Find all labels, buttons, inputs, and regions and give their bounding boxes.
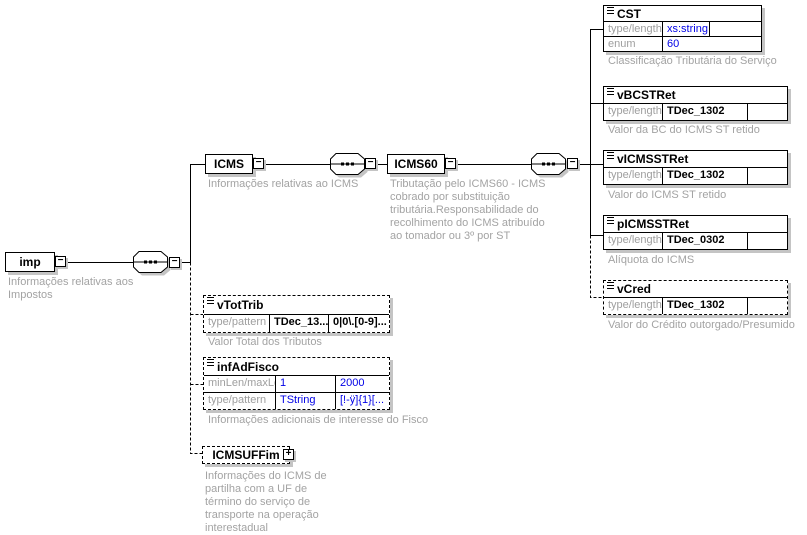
collapse-toggle-icms60-icon[interactable]: − bbox=[445, 158, 456, 169]
element-icon bbox=[607, 7, 614, 14]
facet-row: type/length TDec_1302 bbox=[604, 167, 787, 184]
annotation-infadfisco: Informações adicionais de interesse do F… bbox=[208, 414, 429, 426]
facet-label: type/length bbox=[604, 233, 663, 249]
facet-value: 1 bbox=[276, 376, 336, 392]
facet-row: type/pattern TDec_13... 0|0\.[0-9]... bbox=[204, 314, 389, 332]
facet-value: 60 bbox=[667, 38, 680, 50]
element-picmsstret[interactable]: pICMSSTRet type/length TDec_0302 bbox=[603, 215, 788, 250]
facet-label: type/length bbox=[604, 298, 663, 314]
annotation-icms60: Tributação pelo ICMS60 - ICMS cobrado po… bbox=[390, 178, 546, 242]
element-icms60-label: ICMS60 bbox=[394, 157, 438, 171]
facet-row: type/length TDec_0302 bbox=[604, 232, 787, 249]
facet-value: TDec_1302 bbox=[663, 298, 748, 314]
facet-value: [!-ÿ]{1}[... bbox=[340, 394, 385, 406]
element-icmsuffim-label: ICMSUFFim bbox=[212, 448, 280, 462]
annotation-cst: Classificação Tributária do Serviço bbox=[608, 55, 777, 67]
facet-row: type/length xs:string bbox=[604, 21, 761, 36]
collapse-toggle-icms-icon[interactable]: − bbox=[253, 158, 264, 169]
facet-row: minLen/maxLen 1 2000 bbox=[204, 375, 389, 392]
element-imp[interactable]: imp bbox=[5, 252, 55, 272]
element-vbcstret-title: vBCSTRet bbox=[604, 87, 787, 103]
facet-label: enum bbox=[604, 37, 663, 51]
annotation-vcred: Valor do Crédito outorgado/Presumido bbox=[608, 319, 795, 331]
facet-value: TDec_0302 bbox=[663, 233, 748, 249]
facet-label: type/length bbox=[604, 168, 663, 184]
element-cst-title: CST bbox=[604, 6, 761, 21]
facet-value bbox=[748, 168, 787, 184]
dashed-connectors bbox=[190, 235, 603, 454]
element-vtottrib-title: vTotTrib bbox=[204, 296, 389, 314]
collapse-toggle-icms60-sequence-icon[interactable]: − bbox=[567, 158, 578, 169]
element-vtottrib[interactable]: vTotTrib type/pattern TDec_13... 0|0\.[0… bbox=[203, 295, 390, 333]
facet-value bbox=[748, 104, 787, 120]
element-icmsuffim[interactable]: ICMSUFFim bbox=[202, 446, 290, 464]
element-icon bbox=[607, 282, 614, 289]
annotation-imp: Informações relativas aos Impostos bbox=[8, 276, 134, 301]
sequence-compositor-icon[interactable] bbox=[133, 251, 173, 278]
sequence-compositor-icon[interactable] bbox=[330, 153, 370, 180]
annotation-vbcstret: Valor da BC do ICMS ST retido bbox=[608, 124, 760, 136]
element-cst[interactable]: CST type/length xs:string enum 60 bbox=[603, 5, 762, 52]
facet-row: type/pattern TString [!-ÿ]{1}[... bbox=[204, 392, 389, 409]
facet-value bbox=[748, 233, 787, 249]
element-vcred-title: vCred bbox=[604, 281, 787, 297]
facet-label: minLen/maxLen bbox=[204, 376, 276, 392]
facet-row: type/length TDec_1302 bbox=[604, 103, 787, 120]
element-vicmsstret[interactable]: vICMSSTRet type/length TDec_1302 bbox=[603, 150, 788, 185]
element-icon bbox=[607, 217, 614, 224]
facet-label: type/pattern bbox=[204, 393, 276, 409]
collapse-toggle-imp-sequence-icon[interactable]: − bbox=[169, 257, 180, 268]
collapse-toggle-imp-icon[interactable]: − bbox=[55, 256, 66, 267]
facet-value: TDec_1302 bbox=[663, 168, 748, 184]
facet-value: xs:string bbox=[663, 22, 710, 36]
facet-value: TDec_13... bbox=[270, 315, 329, 332]
element-imp-label: imp bbox=[19, 255, 41, 269]
annotation-icms: Informações relativas ao ICMS bbox=[208, 178, 359, 190]
solid-connectors bbox=[66, 29, 603, 263]
element-icon bbox=[607, 152, 614, 159]
facet-value: TString bbox=[276, 393, 336, 409]
element-vcred[interactable]: vCred type/length TDec_1302 bbox=[603, 280, 788, 315]
facet-row: enum 60 bbox=[604, 36, 761, 51]
facet-value: TDec_1302 bbox=[663, 104, 748, 120]
facet-row: type/length TDec_1302 bbox=[604, 297, 787, 314]
facet-value: 0|0\.[0-9]... bbox=[333, 316, 387, 328]
element-vicmsstret-title: vICMSSTRet bbox=[604, 151, 787, 167]
element-icon bbox=[607, 88, 614, 95]
annotation-icmsuffim: Informações do ICMS de partilha com a UF… bbox=[205, 470, 327, 534]
facet-value: 2000 bbox=[340, 377, 365, 389]
annotation-picmsstret: Alíquota do ICMS bbox=[608, 254, 695, 266]
element-icon bbox=[207, 359, 214, 366]
element-vbcstret[interactable]: vBCSTRet type/length TDec_1302 bbox=[603, 86, 788, 121]
element-infadfisco-title: infAdFisco bbox=[204, 358, 389, 375]
facet-label: type/length bbox=[604, 104, 663, 120]
collapse-toggle-icms-sequence-icon[interactable]: − bbox=[365, 158, 376, 169]
element-icms-label: ICMS bbox=[214, 157, 244, 171]
element-picmsstret-title: pICMSSTRet bbox=[604, 216, 787, 232]
annotation-vtottrib: Valor Total dos Tributos bbox=[208, 336, 322, 348]
facet-value bbox=[748, 298, 787, 314]
facet-value bbox=[710, 22, 761, 36]
annotation-vicmsstret: Valor do ICMS ST retido bbox=[608, 189, 727, 201]
element-icms[interactable]: ICMS bbox=[205, 154, 253, 174]
facet-label: type/length bbox=[604, 22, 663, 36]
element-infadfisco[interactable]: infAdFisco minLen/maxLen 1 2000 type/pat… bbox=[203, 357, 390, 410]
sequence-compositor-icon[interactable] bbox=[531, 153, 571, 180]
expand-toggle-icmsuffim-icon[interactable]: + bbox=[283, 449, 294, 460]
facet-label: type/pattern bbox=[204, 315, 270, 332]
element-icms60[interactable]: ICMS60 bbox=[387, 154, 445, 174]
element-icon bbox=[207, 297, 214, 304]
